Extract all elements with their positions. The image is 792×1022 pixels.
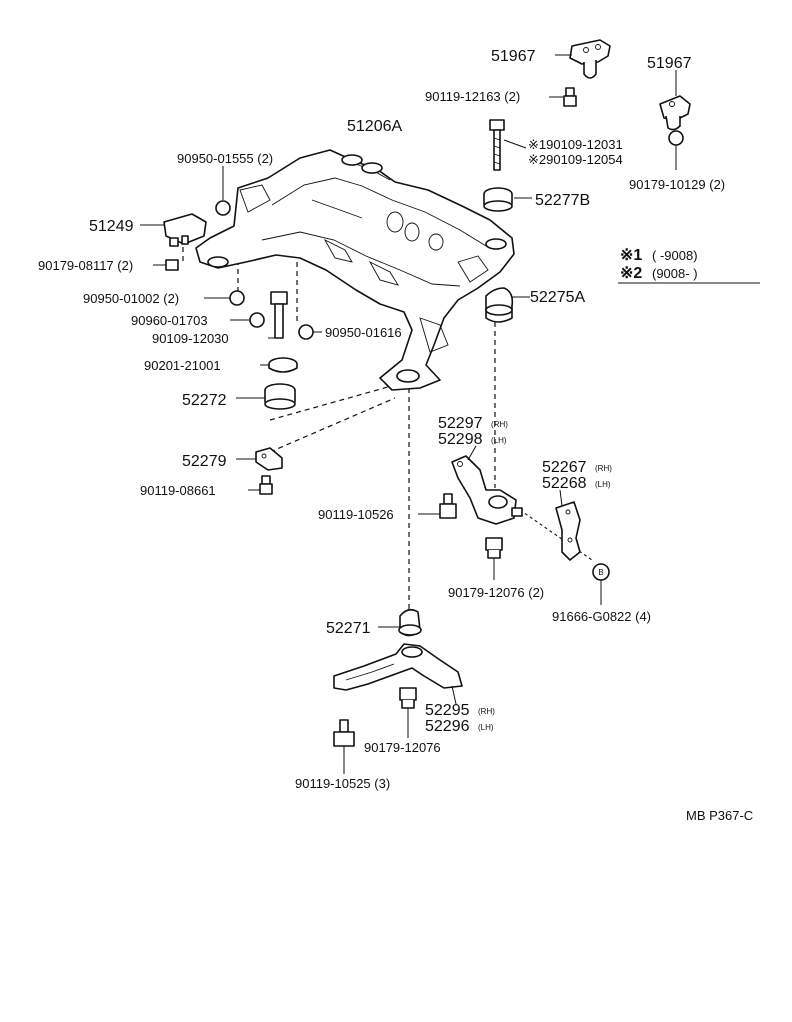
label-51206a: 51206A bbox=[347, 118, 402, 135]
label-52297: 52297 bbox=[438, 415, 483, 432]
label-52268-side: (LH) bbox=[595, 480, 611, 489]
label-90960-01703: 90960-01703 bbox=[131, 313, 208, 328]
bracket-51967-lower bbox=[659, 70, 691, 131]
legend-row1-mark: ※1 bbox=[620, 247, 642, 264]
label-90119-12163: 90119-12163 (2) bbox=[425, 89, 520, 104]
label-52296-side: (LH) bbox=[478, 723, 494, 732]
nut-90179-10129 bbox=[668, 130, 684, 170]
label-90201-21001: 90201-21001 bbox=[144, 358, 221, 373]
legend-row1-range: ( -9008) bbox=[652, 248, 698, 263]
arm-52297-52298 bbox=[451, 445, 523, 525]
bolt-90109-12030 bbox=[268, 291, 288, 339]
label-52279: 52279 bbox=[182, 453, 227, 470]
label-90179-08117: 90179-08117 (2) bbox=[38, 258, 133, 273]
label-52267: 52267 bbox=[542, 459, 587, 476]
part-labels: 51967 90119-12163 (2) 51967 51206A ※1901… bbox=[38, 48, 725, 791]
nut-90179-12076-upper bbox=[485, 537, 503, 580]
label-90109-12030: 90109-12030 bbox=[152, 331, 229, 346]
cushion-52272 bbox=[236, 383, 296, 410]
nut-90179-08117 bbox=[153, 259, 179, 271]
plate-52279 bbox=[236, 447, 283, 471]
label-90179-12076: 90179-12076 bbox=[364, 740, 441, 755]
label-52272: 52272 bbox=[182, 392, 227, 409]
label-90950-01002: 90950-01002 (2) bbox=[83, 291, 179, 306]
label-52295: 52295 bbox=[425, 702, 470, 719]
bracket-51967-upper bbox=[555, 39, 611, 79]
label-90119-10525: 90119-10525 (3) bbox=[295, 776, 390, 791]
legend-row2-range: (9008- ) bbox=[652, 266, 698, 281]
bracket-52267-52268 bbox=[555, 489, 581, 561]
cushion-52277b bbox=[483, 187, 532, 212]
label-52298: 52298 bbox=[438, 431, 483, 448]
dashed-leader-lines bbox=[182, 215, 593, 610]
bolt-90119-10525 bbox=[333, 719, 355, 774]
nut-90950-01002 bbox=[204, 290, 245, 306]
label-52275a: 52275A bbox=[530, 289, 585, 306]
label-52297-side: (RH) bbox=[491, 420, 508, 429]
bolt-90119-10526 bbox=[418, 493, 457, 519]
nut-90950-01555 bbox=[215, 166, 231, 216]
label-90119-08661: 90119-08661 bbox=[140, 483, 216, 498]
arm-52295-52296 bbox=[333, 643, 463, 705]
label-52298-side: (LH) bbox=[491, 436, 507, 445]
label-90179-10129: 90179-10129 (2) bbox=[629, 177, 725, 192]
label-52277b: 52277B bbox=[535, 192, 590, 209]
bolt-90119-08661 bbox=[248, 475, 273, 495]
stopper-51249 bbox=[140, 213, 207, 247]
label-51249: 51249 bbox=[89, 218, 134, 235]
label-90950-01555: 90950-01555 (2) bbox=[177, 151, 273, 166]
label-90109-12054: ※290109-12054 bbox=[528, 152, 623, 167]
washer-90201-21001 bbox=[260, 357, 298, 373]
crossmember-51206a bbox=[195, 149, 515, 391]
diagram-id: MB P367-C bbox=[686, 808, 753, 823]
label-90179-12076-2: 90179-12076 (2) bbox=[448, 585, 544, 600]
cushion-52271 bbox=[378, 608, 422, 637]
serial-range-legend: ※1 ( -9008) ※2 (9008- ) bbox=[618, 247, 760, 284]
nut-90179-12076-lower bbox=[399, 687, 417, 738]
b-marker-label: B bbox=[598, 568, 603, 577]
bolt-90119-12163 bbox=[549, 87, 577, 107]
label-90119-10526: 90119-10526 bbox=[318, 507, 394, 522]
label-90109-12031: ※190109-12031 bbox=[528, 137, 623, 152]
label-51967-lower: 51967 bbox=[647, 55, 692, 72]
label-52295-side: (RH) bbox=[478, 707, 495, 716]
label-52267-side: (RH) bbox=[595, 464, 612, 473]
label-52271: 52271 bbox=[326, 620, 371, 637]
bolt-90109-12031-12054 bbox=[489, 119, 527, 171]
nut-90960-01703 bbox=[230, 312, 265, 328]
clip-91666-g0822: B bbox=[592, 563, 610, 605]
label-52268: 52268 bbox=[542, 475, 587, 492]
label-90950-01616: 90950-01616 bbox=[325, 325, 402, 340]
cushion-52275a bbox=[485, 287, 530, 323]
label-91666-g0822: 91666-G0822 (4) bbox=[552, 609, 651, 624]
label-51967-upper: 51967 bbox=[491, 48, 536, 65]
nut-90950-01616 bbox=[298, 324, 322, 340]
legend-row2-mark: ※2 bbox=[620, 265, 642, 282]
label-52296: 52296 bbox=[425, 718, 470, 735]
